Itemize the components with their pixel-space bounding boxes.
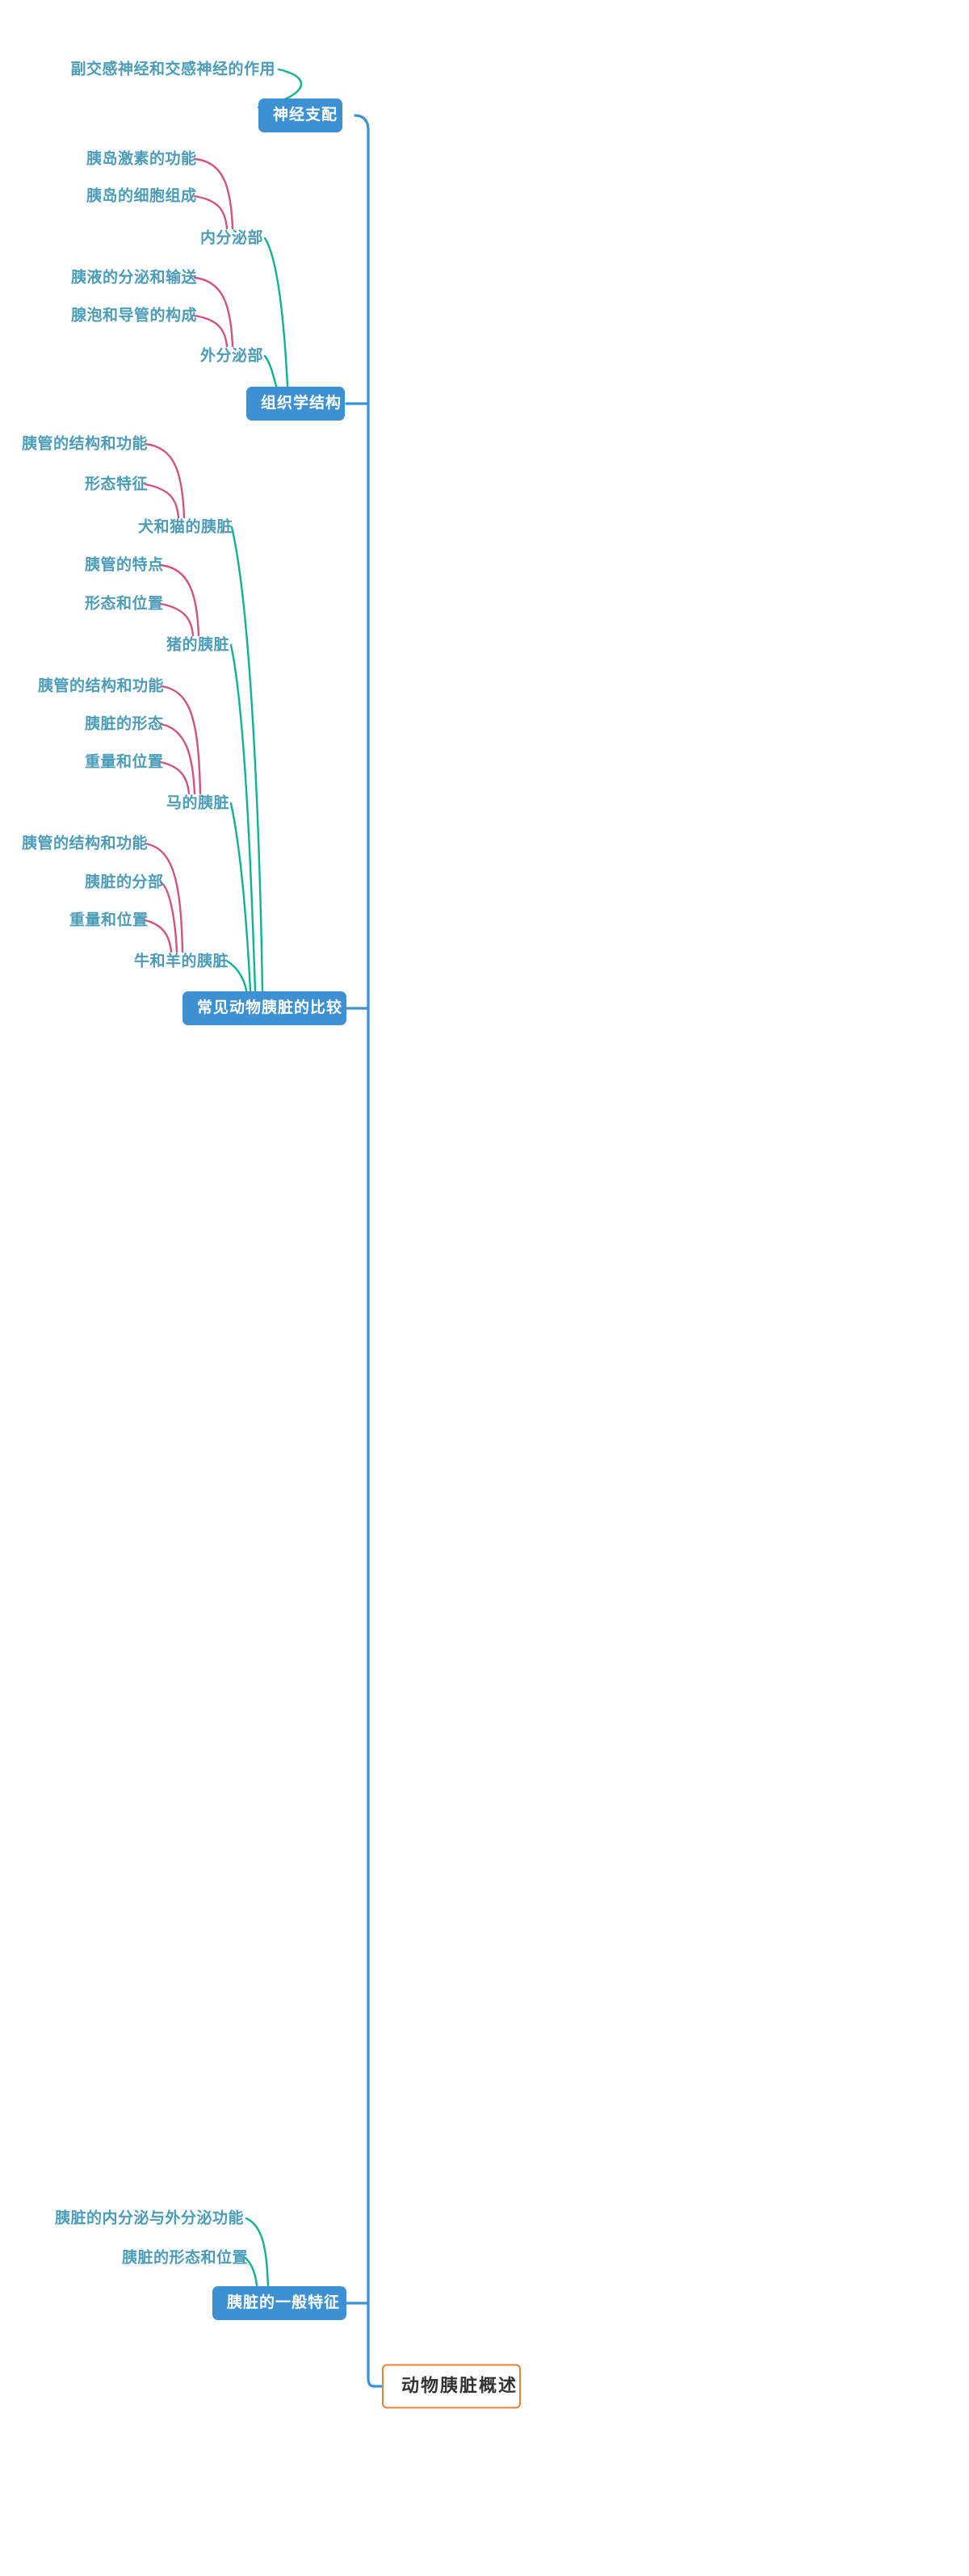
- leaf-node-yizang-de-xingtai[interactable]: 胰脏的形态: [85, 715, 164, 733]
- edge-ma-zhongliang: [159, 760, 191, 795]
- edge-quanmao-xingtai: [144, 483, 180, 519]
- edge-niuyang-fenbu: [159, 881, 178, 953]
- mid-node-zhu-de-yizang[interactable]: 猪的胰脏: [166, 636, 229, 654]
- edge-root-spine: [354, 114, 384, 2388]
- edge-quanmao-yiguan: [144, 442, 186, 519]
- edge-waifenmi-yiye: [193, 276, 234, 348]
- branch-node-shenjing-zhipei[interactable]: 神经支配: [258, 98, 342, 132]
- leaf-node-yidao-jisu-gongneng[interactable]: 胰岛激素的功能: [86, 150, 197, 168]
- edge-zuzhixue-neifenmi: [263, 237, 289, 387]
- mid-node-yizang-de-xingtai-he-weizhi[interactable]: 胰脏的形态和位置: [122, 2249, 249, 2267]
- leaf-node-yiye-fenmi-shusong[interactable]: 胰液的分泌和输送: [71, 269, 198, 287]
- leaf-node-zhongliang-he-weizhi-niuyang[interactable]: 重量和位置: [69, 911, 149, 929]
- mid-node-niu-he-yang-de-yizang[interactable]: 牛和羊的胰脏: [134, 953, 229, 970]
- edge-waifenmi-xianpao: [193, 314, 229, 348]
- leaf-node-yizang-de-fenbu[interactable]: 胰脏的分部: [85, 873, 164, 891]
- mid-node-quan-he-mao-de-yizang[interactable]: 犬和猫的胰脏: [138, 518, 233, 536]
- edge-yiban-neiwai: [245, 2217, 270, 2287]
- edge-neifenmi-jisu: [193, 157, 234, 230]
- edge-changjian-ma: [229, 802, 252, 992]
- branch-node-yizang-de-yiban-tezheng[interactable]: 胰脏的一般特征: [212, 2286, 346, 2320]
- mid-node-fujiaogan-jiaogan[interactable]: 副交感神经和交感神经的作用: [70, 61, 275, 78]
- edges-root-to-branches: [345, 114, 384, 2388]
- leaf-node-yiguan-jiegou-gongneng-ma[interactable]: 胰管的结构和功能: [38, 677, 165, 695]
- branch-node-zuzhixue-jiegou[interactable]: 组织学结构: [246, 387, 345, 421]
- edge-changjian-zhu: [229, 643, 257, 992]
- edge-changjian-niuyang: [226, 960, 248, 992]
- mid-node-waifenmi-bu[interactable]: 外分泌部: [199, 347, 263, 365]
- edge-ma-yiguan: [160, 685, 202, 795]
- leaf-node-yiguan-jiegou-gongneng-niuyang[interactable]: 胰管的结构和功能: [22, 835, 149, 852]
- edge-zuzhixue-waifenmi: [263, 354, 278, 387]
- leaf-node-xingtai-tezheng[interactable]: 形态特征: [85, 475, 149, 493]
- leaf-node-xingtai-he-weizhi-zhu[interactable]: 形态和位置: [85, 595, 164, 613]
- mid-node-neifenmi-bu[interactable]: 内分泌部: [199, 229, 263, 247]
- leaf-node-xianpao-daoguan-goucheng[interactable]: 腺泡和导管的构成: [71, 307, 198, 325]
- edge-neifenmi-xibao: [193, 195, 229, 230]
- branch-node-changjian-dongwu-yizang-bijiao[interactable]: 常见动物胰脏的比较: [182, 991, 346, 1025]
- edge-zhu-xingtai: [159, 602, 195, 637]
- edge-niuyang-yiguan: [144, 842, 184, 953]
- leaf-node-yiguan-jiegou-gongneng-quanmao[interactable]: 胰管的结构和功能: [22, 435, 149, 453]
- root-node-dongwu-yizang-gaishu[interactable]: 动物胰脏概述: [382, 2364, 521, 2409]
- leaf-node-yidao-xibao-zucheng[interactable]: 胰岛的细胞组成: [86, 187, 197, 205]
- leaf-node-yiguan-tedian[interactable]: 胰管的特点: [85, 556, 164, 574]
- edge-changjian-quanmao: [230, 526, 264, 992]
- leaf-node-zhongliang-he-weizhi-ma[interactable]: 重量和位置: [85, 753, 164, 771]
- edge-zhu-yiguan: [159, 563, 200, 637]
- edge-niuyang-zhongliang: [144, 919, 173, 953]
- mid-node-neifenmi-yu-waifenmi-gongneng[interactable]: 胰脏的内分泌与外分泌功能: [54, 2209, 244, 2227]
- edge-ma-xingtai: [159, 723, 196, 795]
- mid-node-ma-de-yizang[interactable]: 马的胰脏: [166, 794, 229, 812]
